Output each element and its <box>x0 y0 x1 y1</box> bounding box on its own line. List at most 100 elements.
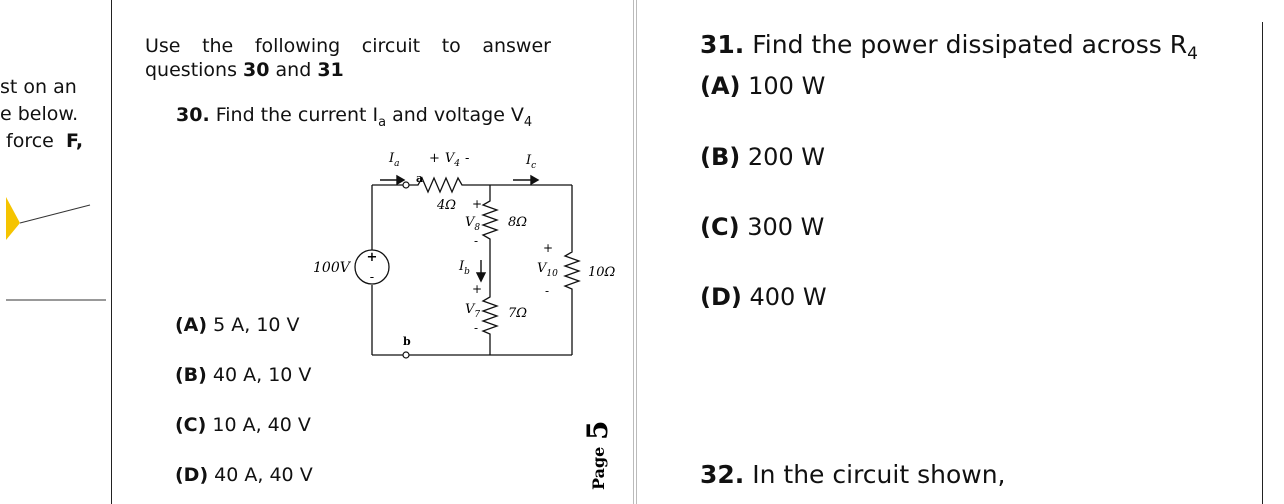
r7-label: 7Ω <box>508 306 527 321</box>
page-label: Page <box>589 447 608 490</box>
r10-label: 10Ω <box>588 265 616 280</box>
question-30: 30. Find the current Ia and voltage V4 <box>176 104 532 130</box>
column-divider-left <box>111 0 112 504</box>
node-b-label: b <box>403 335 411 348</box>
left-fragment-line-1: st on an <box>0 76 77 98</box>
column-divider-middle-right <box>636 0 637 504</box>
q31-choice-c[interactable]: (C) 300 W <box>700 213 824 241</box>
choice-letter: (A) <box>700 72 741 100</box>
question-31-number: 31. <box>700 30 745 59</box>
v8-label: V8 <box>465 215 480 233</box>
v7-plus: + <box>472 282 482 296</box>
question-32-text: In the circuit shown, <box>744 460 1006 489</box>
q30-choice-b[interactable]: (B) 40 A, 10 V <box>175 364 311 386</box>
incline-figure-fragment <box>6 197 106 301</box>
intro-word: the <box>202 35 234 57</box>
intro-line-2: questions 30 and 31 <box>145 59 555 81</box>
choice-text: 200 W <box>740 143 826 171</box>
circuit-diagram: + - 100V Ia Ic Ib +V4- 4Ω 8Ω 7Ω 10Ω V8 V… <box>313 151 616 359</box>
left-fragment-force: force <box>6 130 54 152</box>
question-30-number: 30. <box>176 104 210 126</box>
arrow-right-icon <box>396 174 406 186</box>
q31-choice-b[interactable]: (B) 200 W <box>700 143 825 171</box>
choice-text: 40 A, 40 V <box>208 464 313 486</box>
yellow-block-icon <box>6 197 20 240</box>
question-31-text: Find the power dissipated across R <box>744 30 1188 59</box>
intro-word: to <box>441 35 461 57</box>
intro-word: Use <box>145 35 181 57</box>
resistor-8 <box>481 197 499 243</box>
page-number: 5 <box>581 421 614 440</box>
r4-label: 4Ω <box>436 198 456 213</box>
choice-text: 40 A, 10 V <box>206 364 312 386</box>
r8-label: 8Ω <box>508 215 527 230</box>
choice-letter: (C) <box>700 213 740 241</box>
intro-prefix: questions <box>145 59 244 81</box>
intro-word: following <box>254 35 341 57</box>
node-a-label: a <box>416 172 423 185</box>
question-31: 31. Find the power dissipated across R4 <box>700 30 1198 64</box>
column-divider-middle-left <box>633 0 634 504</box>
v10-plus: + <box>543 241 553 255</box>
choice-letter: (B) <box>700 143 741 171</box>
intro-q31: 31 <box>317 59 344 81</box>
q30-choice-a[interactable]: (A) 5 A, 10 V <box>175 314 300 336</box>
choice-text: 300 W <box>739 213 825 241</box>
v8-minus: - <box>474 234 478 248</box>
current-ic-label: Ic <box>525 153 536 171</box>
v10-label: V10 <box>537 261 558 279</box>
arrow-right-icon <box>530 174 540 186</box>
incline-line <box>19 204 91 224</box>
question-32: 32. In the circuit shown, <box>700 460 1006 489</box>
intro-text: Use the following circuit to answer ques… <box>145 35 555 81</box>
left-fragment-force-symbol: F, <box>65 130 84 152</box>
source-plus: + <box>367 250 378 265</box>
q31-choice-d[interactable]: (D) 400 W <box>700 283 827 311</box>
q30-choice-d[interactable]: (D) 40 A, 40 V <box>175 464 313 486</box>
wires <box>371 184 573 356</box>
choice-text: 100 W <box>740 72 826 100</box>
intro-word: circuit <box>361 35 421 57</box>
node-a-terminal <box>402 181 410 189</box>
choice-letter: (A) <box>175 314 208 336</box>
v4-label: +V4- <box>429 151 469 169</box>
question-30-text: Find the current I <box>209 104 379 126</box>
current-ib-label: Ib <box>458 259 470 277</box>
q31-choice-a[interactable]: (A) 100 W <box>700 72 825 100</box>
left-fragment-line-3: force F, <box>6 130 83 152</box>
choice-text: 5 A, 10 V <box>207 314 300 336</box>
column-divider-right <box>1262 22 1263 504</box>
choice-letter: (D) <box>700 283 742 311</box>
question-30-sub-a: a <box>378 114 387 130</box>
choice-letter: (D) <box>175 464 209 486</box>
choice-text: 400 W <box>741 283 827 311</box>
intro-q30: 30 <box>243 59 270 81</box>
question-32-number: 32. <box>700 460 745 489</box>
choice-letter: (C) <box>175 414 207 436</box>
current-ia-label: Ia <box>388 151 400 169</box>
question-31-sub: 4 <box>1187 44 1198 64</box>
v7-minus: - <box>474 321 478 335</box>
resistor-7 <box>481 293 499 337</box>
page-number-label: Page 5 <box>581 421 614 490</box>
source-label: 100V <box>313 260 352 276</box>
intro-and: and <box>269 59 318 81</box>
question-30-text-2: and voltage V <box>386 104 524 126</box>
resistor-10 <box>563 248 581 292</box>
left-fragment-line-2: e below. <box>0 103 79 125</box>
v8-plus: + <box>472 197 482 211</box>
source-minus: - <box>370 270 374 285</box>
v10-minus: - <box>545 284 549 298</box>
choice-text: 10 A, 40 V <box>206 414 311 436</box>
v7-label: V7 <box>465 302 480 320</box>
intro-line-1: Use the following circuit to answer <box>145 35 551 57</box>
choice-letter: (B) <box>175 364 207 386</box>
resistor-4 <box>409 176 470 194</box>
intro-word: answer <box>482 35 551 57</box>
arrow-down-icon <box>475 272 487 283</box>
current-arrows <box>380 174 540 283</box>
q30-choice-c[interactable]: (C) 10 A, 40 V <box>175 414 311 436</box>
question-30-sub-4: 4 <box>523 114 533 130</box>
voltage-source-icon <box>354 249 390 285</box>
node-b-terminal <box>402 351 410 359</box>
